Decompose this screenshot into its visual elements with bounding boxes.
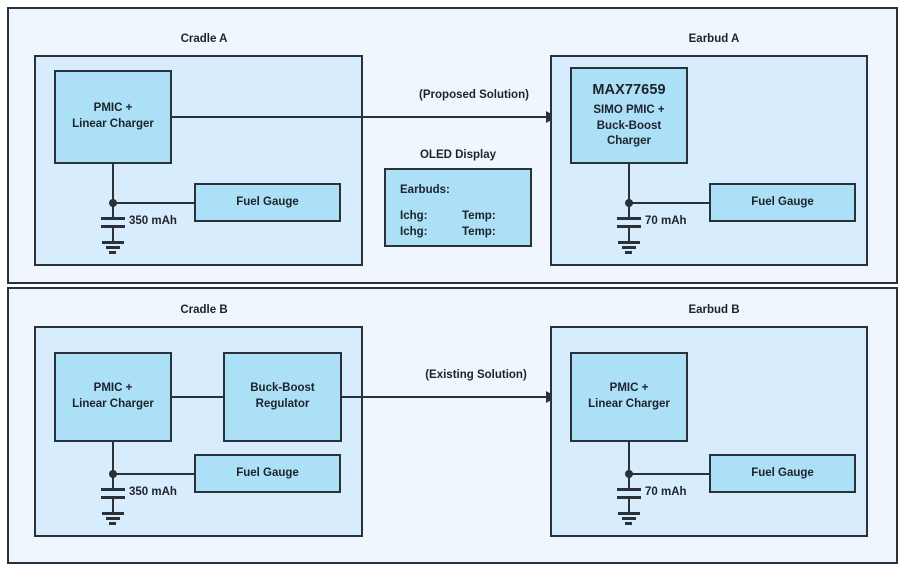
cradle-b-fuel-gauge-block: Fuel Gauge (194, 454, 341, 493)
cradle-a-label: Cradle A (180, 33, 228, 45)
cradle-a-node-to-fuel-gauge-wire (113, 202, 194, 204)
earbud-b-fuel-gauge-block: Fuel Gauge (709, 454, 856, 493)
cradle-b-node-to-cap-wire (112, 476, 114, 488)
earbud-a-part-number: MAX77659 (592, 82, 666, 99)
oled-display-screen: Earbuds: Ichg: Temp: Ichg: Temp: (384, 168, 532, 247)
earbud-a-cap-to-ground-wire (628, 228, 630, 241)
earbud-b-pmic-line1: PMIC + (609, 382, 649, 395)
earbud-a-ground-bar-1 (618, 241, 640, 244)
earbud-b-fuel-gauge-label: Fuel Gauge (751, 466, 814, 479)
cradle-a-ground-bar-3 (109, 251, 116, 254)
cradle-a-fuel-gauge-block: Fuel Gauge (194, 183, 341, 222)
existing-solution-label: (Existing Solution) (425, 369, 527, 381)
cradle-a-fuel-gauge-label: Fuel Gauge (236, 195, 299, 208)
cradle-b-capacitor-bottom-plate (101, 496, 125, 499)
cradle-a-to-earbud-a-wire (172, 116, 546, 118)
cradle-b-ground-bar-3 (109, 522, 116, 525)
earbud-b-label: Earbud B (688, 304, 740, 316)
earbud-a-pmic-line3: Charger (606, 135, 652, 148)
earbud-a-capacitor-top-plate (617, 217, 641, 220)
earbud-b-ground-bar-2 (622, 517, 636, 520)
cradle-b-pmic-to-node-wire (112, 442, 114, 473)
cradle-b-regulator-line2: Regulator (255, 398, 310, 410)
cradle-b-capacitor-top-plate (101, 488, 125, 491)
cradle-b-ground-bar-2 (106, 517, 120, 520)
cradle-a-pmic-line2: Linear Charger (72, 118, 154, 130)
earbud-a-max77659-block: MAX77659 SIMO PMIC + Buck-Boost Charger (570, 67, 688, 164)
earbud-b-capacitor-top-plate (617, 488, 641, 491)
cradle-b-ground-bar-1 (102, 512, 124, 515)
earbud-a-node-to-fuel-gauge-wire (629, 202, 709, 204)
cradle-a-capacitor-bottom-plate (101, 225, 125, 228)
earbud-a-battery-capacity-label: 70 mAh (645, 215, 687, 227)
cradle-b-to-earbud-b-wire (342, 396, 546, 398)
cradle-a-pmic-linear-charger-block: PMIC + Linear Charger (54, 70, 172, 164)
earbud-b-cap-to-ground-wire (628, 499, 630, 512)
panel-proposed-solution: Cradle A PMIC + Linear Charger Fuel Gaug… (7, 7, 898, 284)
earbud-a-node-to-cap-wire (628, 205, 630, 217)
oled-heading: Earbuds: (400, 184, 450, 196)
oled-spacer (400, 199, 530, 208)
cradle-a-pmic-to-node-wire (112, 164, 114, 203)
oled-row-2-ichg-label: Ichg: (400, 226, 428, 239)
cradle-b-fuel-gauge-label: Fuel Gauge (236, 466, 299, 479)
cradle-b-battery-capacity-label: 350 mAh (129, 486, 177, 498)
earbud-a-ground-bar-2 (622, 246, 636, 249)
oled-row-1: Ichg: Temp: (400, 208, 530, 225)
earbud-b-pmic-linear-charger-block: PMIC + Linear Charger (570, 352, 688, 442)
earbud-b-ground-bar-1 (618, 512, 640, 515)
earbud-a-pmic-line2: Buck-Boost (596, 119, 662, 132)
cradle-b-cap-to-ground-wire (112, 499, 114, 512)
cradle-b-pmic-to-regulator-wire (172, 396, 223, 398)
earbud-a-fuel-gauge-block: Fuel Gauge (709, 183, 856, 222)
cradle-a-capacitor-top-plate (101, 217, 125, 220)
cradle-b-node-to-fuel-gauge-wire (113, 473, 194, 475)
oled-row-2: Ichg: Temp: (400, 224, 530, 241)
oled-display-caption: OLED Display (419, 149, 497, 161)
cradle-a-ground-bar-1 (102, 241, 124, 244)
earbud-a-capacitor-bottom-plate (617, 225, 641, 228)
earbud-a-label: Earbud A (688, 33, 740, 45)
cradle-b-pmic-line1: PMIC + (93, 382, 133, 395)
cradle-b-pmic-linear-charger-block: PMIC + Linear Charger (54, 352, 172, 442)
cradle-b-buck-boost-regulator-block: Buck-Boost Regulator (223, 352, 342, 442)
earbud-b-capacitor-bottom-plate (617, 496, 641, 499)
cradle-b-pmic-line2: Linear Charger (72, 398, 154, 410)
oled-row-1-ichg-label: Ichg: (400, 209, 428, 222)
cradle-a-cap-to-ground-wire (112, 228, 114, 241)
proposed-solution-label: (Proposed Solution) (419, 89, 529, 101)
earbud-b-node-to-fuel-gauge-wire (629, 473, 709, 475)
earbud-b-pmic-line2: Linear Charger (588, 398, 670, 410)
panel-existing-solution: Cradle B PMIC + Linear Charger Buck-Boos… (7, 287, 898, 564)
cradle-a-pmic-line1: PMIC + (93, 102, 133, 115)
earbud-a-pmic-line1: SIMO PMIC + (593, 104, 665, 116)
earbud-a-pmic-to-node-wire (628, 164, 630, 203)
earbud-a-ground-bar-3 (625, 251, 632, 254)
oled-row-1-temp-label: Temp: (462, 209, 496, 222)
cradle-b-label: Cradle B (180, 304, 228, 316)
cradle-a-node-to-cap-wire (112, 205, 114, 217)
earbud-a-fuel-gauge-label: Fuel Gauge (751, 195, 814, 208)
cradle-a-ground-bar-2 (106, 246, 120, 249)
oled-row-2-temp-label: Temp: (462, 226, 496, 239)
cradle-a-battery-capacity-label: 350 mAh (129, 215, 177, 227)
earbud-b-pmic-to-node-wire (628, 442, 630, 473)
earbud-b-node-to-cap-wire (628, 476, 630, 488)
cradle-b-regulator-line1: Buck-Boost (250, 382, 315, 395)
earbud-b-battery-capacity-label: 70 mAh (645, 486, 687, 498)
earbud-b-ground-bar-3 (625, 522, 632, 525)
